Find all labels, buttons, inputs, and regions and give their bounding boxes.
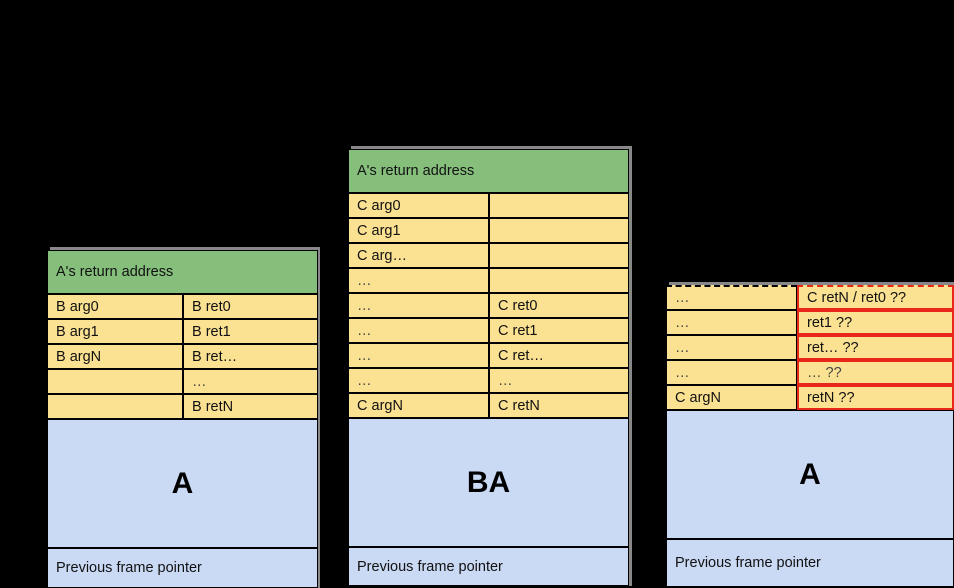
stack-middle-ret-slot: C ret0: [489, 293, 629, 318]
stack-left-row: B retN: [47, 394, 318, 419]
stack-right-ret-slot: ret… ??: [797, 335, 954, 360]
stack-right-row: … C retN / ret0 ??: [666, 285, 954, 310]
stack-left-ret-slot: …: [183, 369, 318, 394]
stack-middle-row: … C ret1: [348, 318, 629, 343]
stack-middle-arg-slot: …: [348, 318, 489, 343]
stack-right-previous-frame-pointer: Previous frame pointer: [666, 539, 954, 587]
stack-left-row: B argN B ret…: [47, 344, 318, 369]
stack-left-arg-slot: [47, 369, 183, 394]
stack-middle-row: C arg…: [348, 243, 629, 268]
stack-right-row: … ret1 ??: [666, 310, 954, 335]
stack-right-arg-slot: …: [666, 285, 797, 310]
stack-middle-row: … C ret…: [348, 343, 629, 368]
stack-right-row: … … ??: [666, 360, 954, 385]
stack-right-arg-slot: …: [666, 310, 797, 335]
stack-middle-ret-slot: C retN: [489, 393, 629, 418]
stack-middle-row: … C ret0: [348, 293, 629, 318]
stack-right-arg-slot: …: [666, 335, 797, 360]
stack-middle-ret-slot: [489, 193, 629, 218]
stack-middle-ret-slot: C ret…: [489, 343, 629, 368]
stack-left-row: B arg1 B ret1: [47, 319, 318, 344]
stack-left-ret-slot: B ret0: [183, 294, 318, 319]
stack-right-arg-slot: …: [666, 360, 797, 385]
stack-middle-arg-slot: …: [348, 268, 489, 293]
stack-left-ret-slot: B ret…: [183, 344, 318, 369]
stack-middle-row: …: [348, 268, 629, 293]
stack-left-row: …: [47, 369, 318, 394]
stack-right-arg-slot: C argN: [666, 385, 797, 410]
stack-left-ret-slot: B ret1: [183, 319, 318, 344]
stack-left-arg-slot: B argN: [47, 344, 183, 369]
stack-middle-frame-body: BA: [348, 418, 629, 547]
stack-right-shadow-top: [669, 282, 954, 285]
stack-left-arg-slot: B arg0: [47, 294, 183, 319]
stack-left-previous-frame-pointer: Previous frame pointer: [47, 548, 318, 588]
stack-middle-ret-slot: [489, 268, 629, 293]
stack-middle: A's return address C arg0 C arg1 C arg… …: [348, 149, 629, 586]
stack-left-ret-slot: B retN: [183, 394, 318, 419]
stack-right-ret-slot: C retN / ret0 ??: [797, 285, 954, 310]
stack-middle-arg-slot: C argN: [348, 393, 489, 418]
stack-left-frame-body: A: [47, 419, 318, 548]
stack-middle-arg-slot: …: [348, 343, 489, 368]
stack-middle-return-address: A's return address: [348, 149, 629, 193]
stack-middle-previous-frame-pointer: Previous frame pointer: [348, 547, 629, 586]
stack-middle-ret-slot: C ret1: [489, 318, 629, 343]
stack-middle-arg-slot: C arg…: [348, 243, 489, 268]
stack-middle-row: C argN C retN: [348, 393, 629, 418]
stack-right-ret-slot: retN ??: [797, 385, 954, 410]
stack-middle-row: C arg0: [348, 193, 629, 218]
stack-right-ret-slot: … ??: [797, 360, 954, 385]
stack-left-arg-slot: [47, 394, 183, 419]
stack-middle-arg-slot: …: [348, 293, 489, 318]
stack-right-row: … ret… ??: [666, 335, 954, 360]
stack-left-row: B arg0 B ret0: [47, 294, 318, 319]
stack-right-ret-slot: ret1 ??: [797, 310, 954, 335]
stack-middle-arg-slot: C arg0: [348, 193, 489, 218]
stack-middle-row: C arg1: [348, 218, 629, 243]
stack-left-shadow-right: [317, 247, 320, 588]
stack-middle-ret-slot: …: [489, 368, 629, 393]
stack-left: A's return address B arg0 B ret0 B arg1 …: [47, 250, 318, 588]
stack-left-return-address: A's return address: [47, 250, 318, 294]
stack-middle-ret-slot: [489, 218, 629, 243]
stack-middle-ret-slot: [489, 243, 629, 268]
stack-middle-row: … …: [348, 368, 629, 393]
stack-left-shadow-top: [50, 247, 320, 250]
stack-middle-shadow-right: [629, 146, 632, 586]
stack-right: … C retN / ret0 ?? … ret1 ?? … ret… ?? ……: [666, 285, 954, 588]
stack-middle-arg-slot: C arg1: [348, 218, 489, 243]
stack-right-frame-body: A: [666, 410, 954, 539]
stack-middle-shadow-top: [351, 146, 632, 149]
stack-right-row: C argN retN ??: [666, 385, 954, 410]
stack-middle-arg-slot: …: [348, 368, 489, 393]
stack-left-arg-slot: B arg1: [47, 319, 183, 344]
